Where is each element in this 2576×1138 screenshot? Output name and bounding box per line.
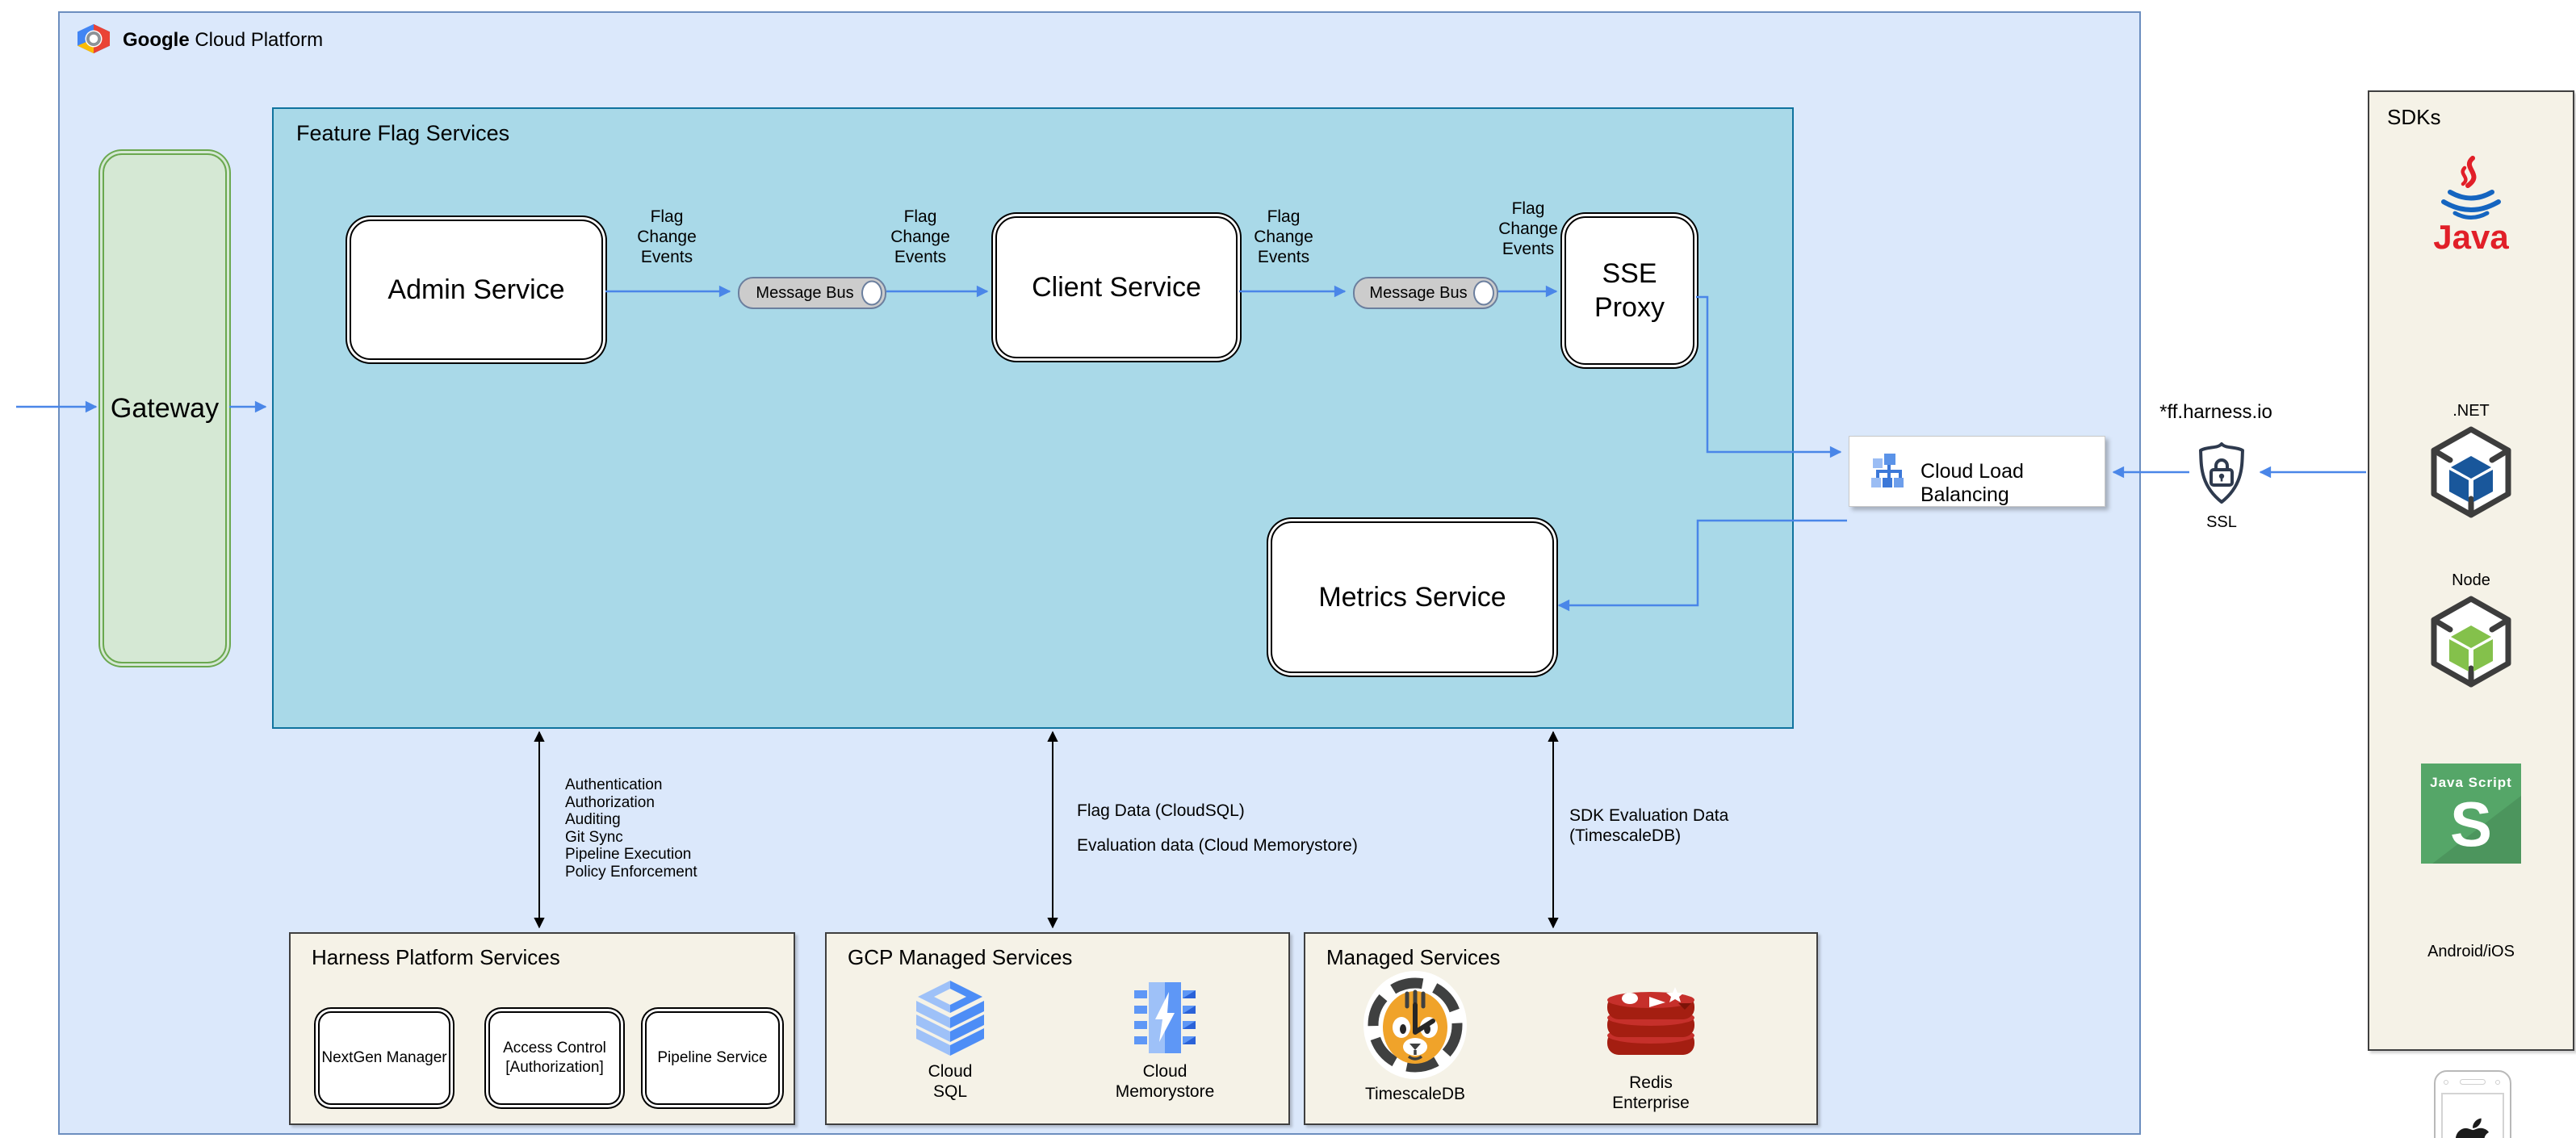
message-bus-2-cap	[1473, 280, 1494, 306]
redis-icon	[1601, 984, 1701, 1072]
pipeline-service-node: Pipeline Service	[645, 1011, 780, 1105]
gateway-node: Gateway	[103, 153, 227, 663]
message-bus-2-label: Message Bus	[1369, 283, 1468, 302]
brand-google: Google	[123, 29, 190, 51]
dotnet-label: .NET	[2452, 402, 2490, 420]
brand-product: Cloud Platform	[195, 29, 324, 51]
arrow-clb-to-metrics	[1557, 519, 1847, 612]
harness-platform-panel: Harness Platform Services NextGen Manage…	[289, 932, 795, 1125]
admin-service-node: Admin Service	[350, 220, 603, 360]
node-cube-icon	[2429, 596, 2513, 692]
cloud-load-balancing-node: Cloud Load Balancing	[1849, 436, 2105, 507]
sse-proxy-node: SSE Proxy	[1564, 216, 1694, 365]
javascript-icon-shadow	[2432, 796, 2521, 864]
metrics-service-node: Metrics Service	[1271, 521, 1554, 673]
redis-label: Redis Enterprise	[1612, 1073, 1690, 1112]
phone-sensor-dot	[2495, 1080, 2500, 1085]
metrics-service-label: Metrics Service	[1318, 581, 1506, 613]
gcp-logo-icon	[75, 23, 112, 56]
cloud-memorystore-label: Cloud Memorystore	[1115, 1062, 1215, 1101]
ssl-shield-lock-icon	[2191, 441, 2252, 509]
flag-change-events-label-1: Flag Change Events	[637, 207, 697, 266]
sse-proxy-label: SSE Proxy	[1594, 258, 1665, 323]
gcp-managed-title: GCP Managed Services	[848, 945, 1073, 969]
load-balancer-icon	[1870, 451, 1908, 494]
javascript-icon-letter: S	[2449, 789, 2493, 860]
javascript-sdk-icon: Java Script S	[2421, 764, 2521, 864]
sdks-panel: SDKs Java .NET Node	[2368, 90, 2574, 1138]
cloud-load-balancing-label: Cloud Load Balancing	[1920, 460, 2024, 506]
feature-flag-services-title: Feature Flag Services	[296, 121, 510, 145]
admin-service-label: Admin Service	[387, 274, 565, 305]
apple-logo-icon	[2455, 1118, 2490, 1138]
platform-capabilities-list: Authentication Authorization Auditing Gi…	[565, 776, 697, 881]
ssl-domain-label: *ff.harness.io	[2159, 401, 2272, 423]
gcp-managed-panel: GCP Managed Services Cloud SQL	[825, 932, 1290, 1125]
message-bus-1: Message Bus	[738, 277, 886, 309]
node-label: Node	[2452, 571, 2490, 589]
java-logo-text: Java	[2433, 218, 2509, 256]
sdks-title: SDKs	[2387, 105, 2441, 129]
gateway-label: Gateway	[110, 392, 220, 424]
client-service-label: Client Service	[1032, 271, 1201, 303]
flag-change-events-label-3: Flag Change Events	[1254, 207, 1313, 266]
timescaledb-icon	[1362, 969, 1468, 1085]
javascript-icon-title: Java Script	[2430, 775, 2512, 790]
message-bus-1-cap	[861, 280, 882, 306]
managed-services-title: Managed Services	[1326, 945, 1501, 969]
cloud-sql-label: Cloud SQL	[928, 1062, 973, 1101]
sdk-evaluation-data-label: SDK Evaluation Data (TimescaleDB)	[1569, 806, 1729, 845]
managed-services-panel: Managed Services TimescaleDB	[1304, 932, 1818, 1125]
access-control-node: Access Control [Authorization]	[488, 1011, 621, 1105]
arrow-sse-to-clb	[1696, 295, 1842, 458]
flag-data-label: Flag Data (CloudSQL)	[1077, 801, 1245, 820]
dotnet-cube-icon	[2429, 426, 2513, 522]
java-sdk-icon: Java	[2429, 155, 2513, 261]
message-bus-2: Message Bus	[1353, 277, 1498, 309]
mobile-label: Android/iOS	[2427, 943, 2515, 960]
cloud-memorystore-icon	[1131, 981, 1199, 1059]
page-title: Google Cloud Platform	[123, 29, 323, 52]
client-service-node: Client Service	[995, 216, 1238, 358]
flag-change-events-label-2: Flag Change Events	[890, 207, 950, 266]
phone-speaker	[2460, 1079, 2486, 1085]
ssl-label: SSL	[2206, 513, 2237, 531]
flag-change-events-label-4: Flag Change Events	[1498, 199, 1558, 258]
timescaledb-label: TimescaleDB	[1364, 1085, 1466, 1103]
mobile-phone-icon	[2434, 1070, 2511, 1138]
nextgen-manager-node: NextGen Manager	[318, 1011, 450, 1105]
phone-camera-dot	[2444, 1080, 2448, 1085]
harness-platform-title: Harness Platform Services	[312, 945, 560, 969]
message-bus-1-label: Message Bus	[756, 283, 854, 302]
evaluation-data-label: Evaluation data (Cloud Memorystore)	[1077, 836, 1358, 855]
cloud-sql-icon	[916, 979, 984, 1061]
phone-screen	[2441, 1093, 2504, 1138]
